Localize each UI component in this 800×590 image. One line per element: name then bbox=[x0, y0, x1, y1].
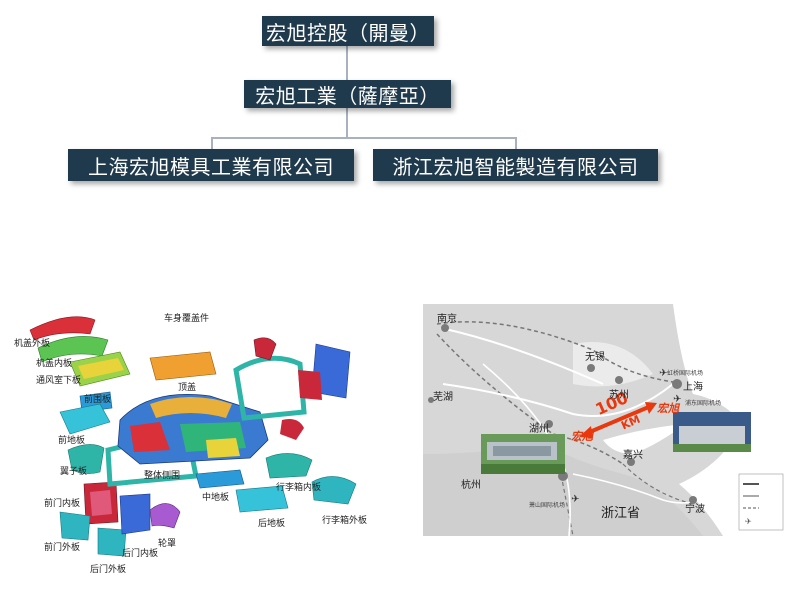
city-label-wuxi: 无锡 bbox=[585, 352, 605, 363]
label-rear-door-inner: 后门内板 bbox=[122, 549, 159, 559]
map-illustration: ✈ ✈ ✈ ✈ bbox=[423, 304, 788, 536]
part-rear-door-outer bbox=[97, 527, 127, 557]
map-bay bbox=[603, 424, 685, 454]
label-mid-floor: 中地板 bbox=[202, 493, 230, 503]
province-label: 浙江省 bbox=[601, 506, 641, 521]
airplane-icon-hongqiao: ✈ bbox=[659, 368, 667, 379]
airport-label-pudong: 浦东国际机场 bbox=[685, 400, 722, 407]
airport-label-xiaoshan: 萧山国际机场 bbox=[529, 502, 566, 509]
part-mid-floor bbox=[195, 469, 245, 489]
city-dot-ningbo bbox=[689, 496, 697, 504]
city-label-nanjing: 南京 bbox=[437, 314, 457, 325]
city-dot-shanghai bbox=[672, 379, 682, 389]
connector-top-middle bbox=[346, 44, 348, 80]
label-front-floor: 前地板 bbox=[58, 436, 86, 446]
part-front-door-outer bbox=[59, 511, 91, 541]
car-body-parts-diagram: 车身覆盖件 机盖外板 机盖内板 通风室下板 前围板 前地板 翼子板 前门内板 前… bbox=[0, 300, 400, 586]
part-front-floor bbox=[59, 403, 111, 435]
part-trunk-inner bbox=[265, 453, 313, 479]
part-rear-floor bbox=[235, 485, 289, 513]
map-legend: ✈ bbox=[738, 473, 784, 531]
label-parts-title: 车身覆盖件 bbox=[164, 314, 210, 324]
part-wheelhouse bbox=[149, 503, 181, 529]
factory-photo-shanghai bbox=[673, 412, 751, 452]
part-trunk-outer bbox=[311, 476, 357, 505]
org-box-zhejiang: 浙江宏旭智能製造有限公司 bbox=[373, 149, 658, 181]
city-label-shanghai: 上海 bbox=[683, 382, 703, 393]
part-fender bbox=[67, 444, 105, 474]
label-body-side: 整体侧围 bbox=[144, 471, 181, 481]
label-hood-outer: 机盖外板 bbox=[14, 339, 51, 349]
company-logo-shanghai: 宏旭 bbox=[657, 402, 679, 415]
label-cowl: 通风室下板 bbox=[36, 376, 82, 386]
label-rear-floor: 后地板 bbox=[258, 519, 286, 529]
label-front-door-outer: 前门外板 bbox=[44, 543, 81, 553]
label-hood-inner: 机盖内板 bbox=[36, 359, 73, 369]
org-box-industrial: 宏旭工業（薩摩亞） bbox=[244, 80, 451, 108]
city-dot-wuxi bbox=[587, 364, 595, 372]
company-logo-huzhou: 宏旭 bbox=[571, 430, 593, 443]
part-rear-door-inner bbox=[119, 493, 151, 535]
location-map: ✈ ✈ ✈ ✈ 宏旭 宏旭 100 KM 南京 无锡 苏州 上海 芜湖 湖州 杭… bbox=[423, 304, 788, 536]
distance-arrow bbox=[584, 404, 652, 436]
label-trunk-inner: 行李箱内板 bbox=[276, 483, 322, 493]
connector-middle-down bbox=[346, 108, 348, 138]
city-dot-wuhu bbox=[428, 397, 434, 403]
connector-left-drop bbox=[211, 137, 213, 149]
city-label-huzhou: 湖州 bbox=[529, 424, 549, 435]
city-dot-suzhou bbox=[615, 376, 623, 384]
label-rear-door-outer: 后门外板 bbox=[90, 565, 127, 575]
city-dot-huzhou bbox=[545, 420, 553, 428]
connector-right-drop bbox=[515, 137, 517, 149]
part-roof bbox=[149, 351, 217, 381]
airplane-icon-pudong: ✈ bbox=[673, 394, 681, 405]
label-trunk-outer: 行李箱外板 bbox=[322, 516, 368, 526]
org-box-holding: 宏旭控股（開曼） bbox=[262, 16, 434, 46]
part-hood-inner bbox=[37, 336, 109, 363]
city-dot-jiaxing bbox=[627, 458, 635, 466]
label-front-panel: 前围板 bbox=[84, 395, 112, 405]
svg-text:✈: ✈ bbox=[745, 517, 752, 526]
car-parts-illustration bbox=[29, 316, 357, 557]
part-hood-outer bbox=[29, 316, 96, 341]
factory-photo-huzhou bbox=[481, 434, 565, 474]
city-label-jiaxing: 嘉兴 bbox=[623, 450, 643, 461]
connector-horizontal bbox=[211, 137, 517, 139]
org-box-shanghai: 上海宏旭模具工業有限公司 bbox=[68, 149, 354, 181]
city-label-ningbo: 宁波 bbox=[685, 504, 705, 515]
airport-label-hongqiao: 虹桥国际机场 bbox=[667, 370, 704, 377]
airplane-icon-xiaoshan: ✈ bbox=[571, 494, 579, 505]
label-front-door-inner: 前门内板 bbox=[44, 499, 81, 509]
city-label-suzhou: 苏州 bbox=[609, 390, 629, 401]
city-label-hangzhou: 杭州 bbox=[461, 480, 481, 491]
city-label-wuhu: 芜湖 bbox=[433, 392, 453, 403]
city-dot-nanjing bbox=[441, 324, 449, 332]
label-fender: 翼子板 bbox=[60, 467, 88, 477]
label-wheelhouse: 轮罩 bbox=[158, 539, 177, 549]
label-roof: 顶盖 bbox=[178, 383, 197, 393]
